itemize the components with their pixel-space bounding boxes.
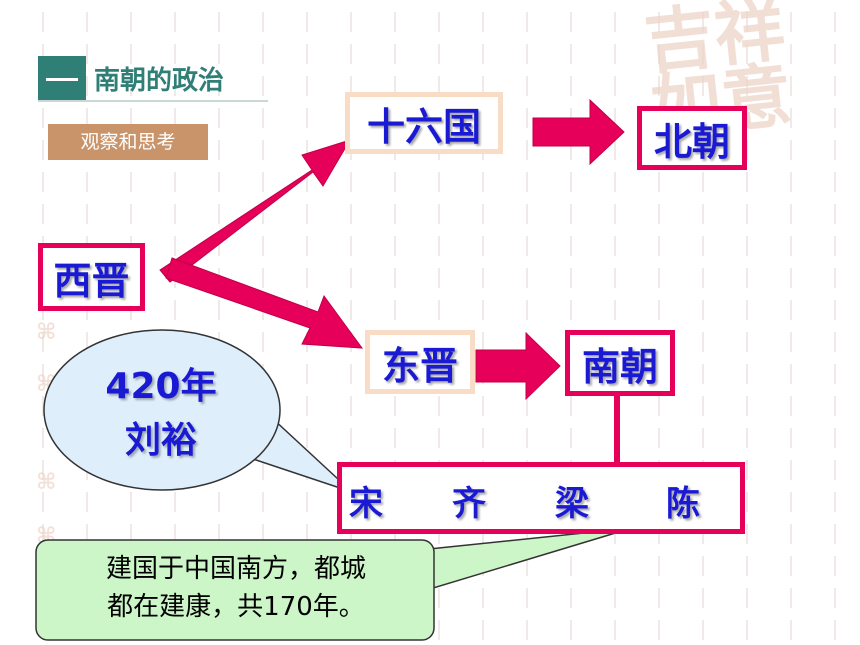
node-xijin: 西晋 <box>38 243 145 311</box>
arrow-up-diagonal <box>159 139 352 283</box>
callout-line-2: 都在建康，共170年。 <box>107 592 365 622</box>
dynasty-qi: 齐 <box>452 484 486 524</box>
arrow-down-diagonal <box>165 257 364 349</box>
node-shiliuguo: 十六国 <box>345 92 503 154</box>
seal-decoration-small: ⌘ <box>36 319 57 345</box>
dynasty-liang: 梁 <box>555 484 589 524</box>
callout-line-1: 建国于中国南方，都城 <box>105 554 366 584</box>
bubble-content: 420年 刘裕 <box>66 360 256 468</box>
callout-content: 建国于中国南方，都城 都在建康，共170年。 <box>40 550 432 626</box>
dynasty-song: 宋 <box>349 484 383 524</box>
section-number-icon <box>38 56 86 102</box>
bubble-year: 420年 <box>105 366 217 407</box>
arrow-shiliuguo-beichao <box>532 98 625 166</box>
node-dongjin: 东晋 <box>365 330 475 394</box>
arrow-dongjin-nanchao <box>475 331 561 401</box>
callout-pointer <box>398 527 633 593</box>
dynasty-chen: 陈 <box>666 484 700 524</box>
observe-think-tag: 观察和思考 <box>48 124 208 160</box>
page-title: 南朝的政治 <box>94 66 225 96</box>
seal-decoration-small: ⌘ <box>36 469 57 495</box>
connector-vertical <box>614 396 620 464</box>
node-beichao: 北朝 <box>637 106 747 170</box>
speech-bubble <box>43 329 281 491</box>
bubble-founder: 刘裕 <box>124 420 197 461</box>
dynasty-sequence-box <box>337 462 745 534</box>
node-nanchao: 南朝 <box>565 330 675 396</box>
callout-box <box>35 539 435 641</box>
title-underline <box>38 100 268 102</box>
